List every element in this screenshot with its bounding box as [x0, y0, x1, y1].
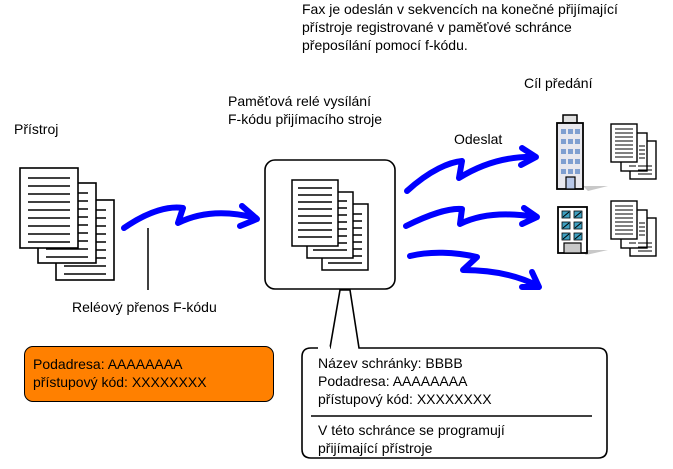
- destination-documents-icon-1: [610, 123, 657, 180]
- send-arrow-3: [407, 249, 542, 290]
- source-settings-box: Podadresa: AAAAAAAA přístupový kód: XXXX…: [24, 346, 274, 402]
- mailbox-subaddress: Podadresa: AAAAAAAA: [318, 373, 468, 389]
- send-arrow-2: [403, 205, 540, 229]
- source-device-label: Přístroj: [14, 121, 59, 137]
- relay-transfer-arrow: [121, 203, 260, 231]
- mailbox-note-line-1: V této schránce se programují: [318, 422, 505, 438]
- relay-memory-box-icon: [264, 159, 396, 290]
- relay-box-label-line-1: Paměťová relé vysílání: [228, 93, 371, 109]
- relay-box-label-line-2: F-kódu přijímacího stroje: [228, 111, 383, 127]
- mailbox-name: Název schránky: BBBB: [318, 355, 463, 371]
- source-document-stack-icon: [19, 167, 115, 281]
- relay-transfer-label: Reléový přenos F-kódu: [72, 299, 217, 315]
- mailbox-note-line-2: přijímající přístroje: [318, 440, 433, 456]
- destination-label: Cíl předání: [524, 75, 593, 91]
- source-passcode: přístupový kód: XXXXXXXX: [33, 374, 207, 390]
- description-line-1: Fax je odeslán v sekvencích na konečné p…: [302, 1, 618, 17]
- send-label: Odeslat: [454, 131, 503, 147]
- destination-documents-icon-2: [610, 200, 657, 257]
- mailbox-callout-shape: [301, 289, 608, 459]
- mailbox-passcode: přístupový kód: XXXXXXXX: [318, 391, 492, 407]
- description-line-3: přeposílání pomocí f-kódu.: [302, 37, 468, 53]
- office-building-icon-1: [556, 114, 608, 191]
- source-subaddress: Podadresa: AAAAAAAA: [33, 356, 183, 372]
- office-building-icon-2: [557, 206, 608, 255]
- description-line-2: přístroje registrované v paměťové schrán…: [302, 19, 572, 35]
- send-arrow-1: [404, 145, 539, 194]
